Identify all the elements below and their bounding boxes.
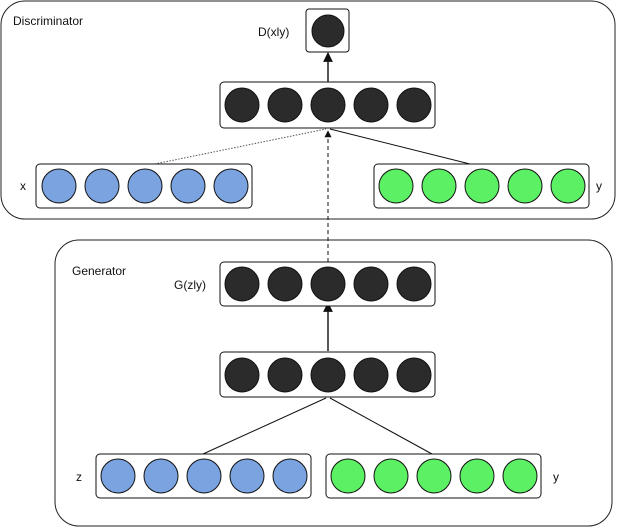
x-node bbox=[213, 168, 249, 204]
z-node bbox=[186, 458, 222, 494]
generator-box bbox=[54, 239, 613, 527]
d-output-node bbox=[311, 14, 345, 48]
z-input-layer: z bbox=[76, 453, 312, 499]
g-hidden-node bbox=[224, 357, 260, 393]
z-node bbox=[272, 458, 308, 494]
d-y-node bbox=[464, 168, 500, 204]
line-x-to-d-hidden bbox=[139, 128, 327, 168]
generator-panel: Generator bbox=[54, 239, 613, 527]
g-output-layer: G(zly) bbox=[174, 261, 436, 307]
g-y-node bbox=[373, 458, 409, 494]
discriminator-box bbox=[0, 0, 616, 220]
d-y-node bbox=[507, 168, 543, 204]
line-y-to-d-hidden bbox=[329, 128, 483, 168]
generator-title: Generator bbox=[72, 264, 126, 278]
g-output-node bbox=[310, 266, 346, 302]
d-hidden-layer bbox=[219, 81, 436, 129]
g-output-node bbox=[396, 266, 432, 302]
g-output-label: G(zly) bbox=[174, 278, 206, 292]
g-output-node bbox=[267, 266, 303, 302]
z-label: z bbox=[76, 470, 82, 484]
g-hidden-node bbox=[353, 357, 389, 393]
g-hidden-node bbox=[267, 357, 303, 393]
x-node bbox=[170, 168, 206, 204]
discriminator-panel: Discriminator bbox=[0, 0, 616, 220]
d-output-label: D(xly) bbox=[258, 25, 289, 39]
g-y-input-layer: y bbox=[325, 453, 559, 499]
g-y-node bbox=[502, 458, 538, 494]
discriminator-title: Discriminator bbox=[13, 14, 83, 28]
g-hidden-node bbox=[310, 357, 346, 393]
x-input-layer: x bbox=[20, 163, 253, 209]
g-y-node bbox=[459, 458, 495, 494]
line-gy-to-g-hidden bbox=[329, 397, 433, 455]
d-y-input-layer: y bbox=[373, 163, 602, 209]
z-node bbox=[229, 458, 265, 494]
line-z-to-g-hidden bbox=[202, 397, 327, 455]
d-y-node bbox=[550, 168, 586, 204]
g-y-label: y bbox=[553, 470, 559, 484]
g-output-node bbox=[224, 266, 260, 302]
d-y-node bbox=[378, 168, 414, 204]
d-hidden-node bbox=[224, 87, 260, 123]
d-y-node bbox=[421, 168, 457, 204]
d-output-layer: D(xly) bbox=[258, 8, 350, 53]
d-y-label: y bbox=[596, 179, 602, 193]
d-hidden-node bbox=[353, 87, 389, 123]
x-label: x bbox=[20, 179, 26, 193]
z-node bbox=[143, 458, 179, 494]
z-node bbox=[100, 458, 136, 494]
x-node bbox=[84, 168, 120, 204]
g-hidden-node bbox=[396, 357, 432, 393]
x-node bbox=[127, 168, 163, 204]
g-output-node bbox=[353, 266, 389, 302]
g-hidden-layer bbox=[219, 351, 436, 398]
g-y-node bbox=[416, 458, 452, 494]
d-hidden-node bbox=[310, 87, 346, 123]
x-node bbox=[41, 168, 77, 204]
d-hidden-node bbox=[396, 87, 432, 123]
d-hidden-node bbox=[267, 87, 303, 123]
g-y-node bbox=[330, 458, 366, 494]
